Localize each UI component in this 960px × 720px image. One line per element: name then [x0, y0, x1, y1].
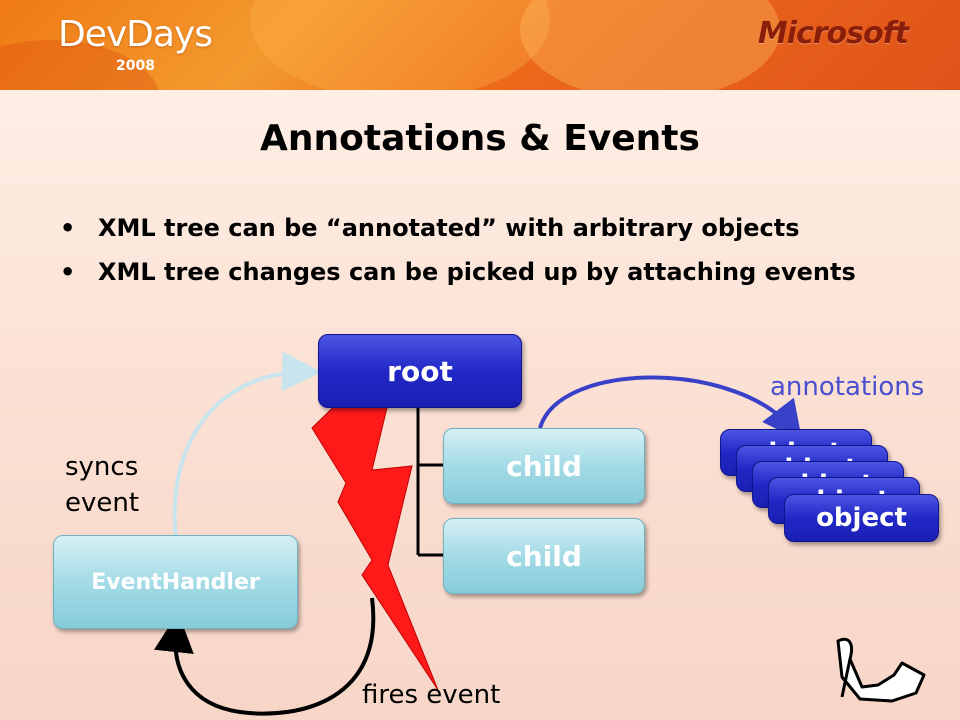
logo-year: 2008 [116, 58, 155, 74]
bullet-icon: • [60, 258, 76, 286]
bullet-list: • XML tree can be “annotated” with arbit… [60, 210, 900, 298]
bullet-item: • XML tree changes can be picked up by a… [60, 254, 900, 290]
root-node: root [318, 334, 522, 408]
object-node: object [784, 494, 939, 542]
bullet-text: XML tree can be “annotated” with arbitra… [98, 214, 800, 242]
tree-connector [416, 405, 443, 557]
child-node: child [443, 428, 645, 504]
bullet-text: XML tree changes can be picked up by att… [98, 258, 856, 286]
microsoft-logo: Microsoft [757, 16, 909, 51]
event-handler-node: EventHandler [53, 535, 298, 629]
fires-event-label: fires event [362, 680, 501, 710]
pointer-shoe-icon [836, 637, 926, 703]
event-label: event [65, 488, 140, 518]
annotations-arrow [538, 375, 803, 442]
logo-text: DevDays [58, 14, 213, 55]
annotations-label: annotations [770, 372, 925, 402]
syncs-arrow [172, 351, 322, 541]
header-banner: DevDays 2008 Microsoft [0, 0, 960, 90]
syncs-label: syncs [65, 452, 139, 482]
child-node: child [443, 518, 645, 594]
fires-arrow [154, 597, 376, 716]
lightning-bolt [311, 384, 439, 691]
bullet-icon: • [60, 214, 76, 242]
devdays-logo: DevDays 2008 [58, 14, 213, 74]
bullet-item: • XML tree can be “annotated” with arbit… [60, 210, 900, 246]
slide-title: Annotations & Events [260, 118, 700, 159]
